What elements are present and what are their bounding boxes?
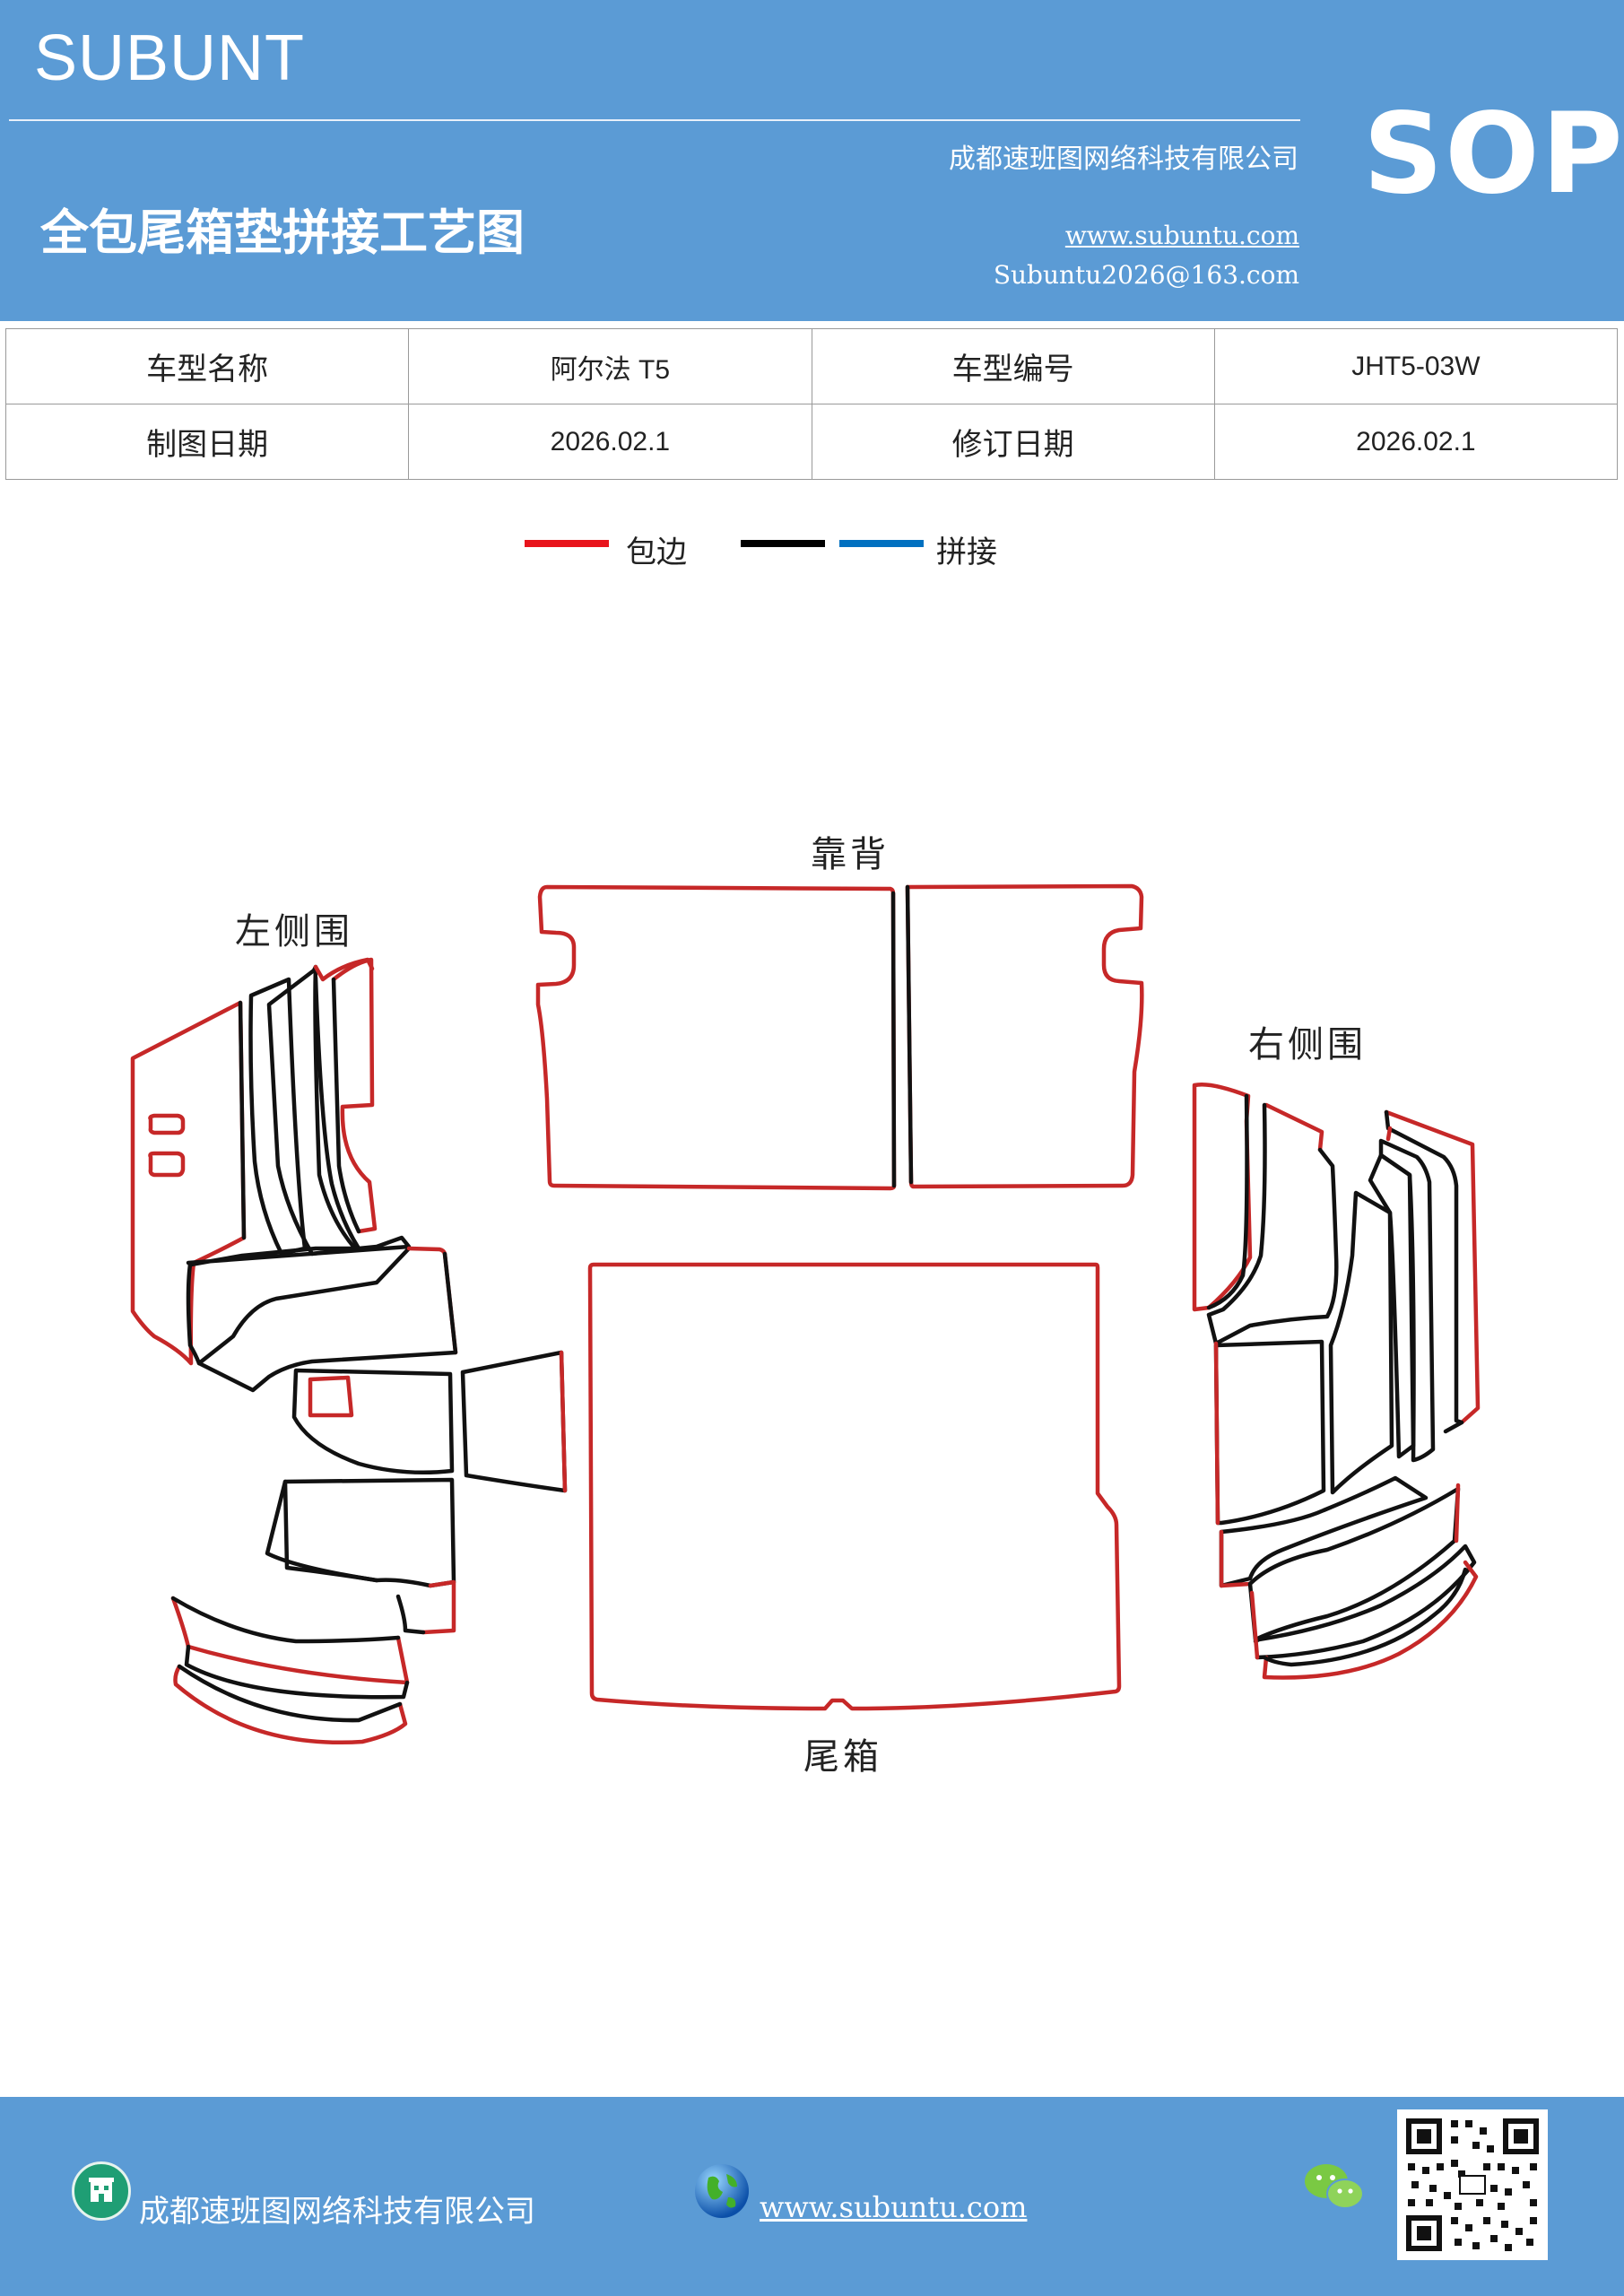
legend: 包边 拼接 (0, 520, 1624, 574)
website-link[interactable]: www.subuntu.com (1064, 221, 1299, 250)
value-vehicle-code: JHT5-03W (1213, 328, 1619, 404)
header-divider (9, 119, 1300, 121)
sop-badge: SOP (1363, 90, 1624, 219)
label-trunk: 尾箱 (803, 1736, 882, 1778)
value-revise-date: 2026.02.1 (1213, 404, 1619, 480)
company-name: 成都速班图网络科技有限公司 (949, 144, 1298, 175)
contact-email[interactable]: Subuntu2026@163.com (993, 260, 1299, 290)
value-draw-date: 2026.02.1 (408, 404, 812, 480)
legend-label-seam: 拼接 (936, 535, 997, 570)
label-revise-date: 修订日期 (811, 404, 1215, 480)
right-side-pieces (1192, 1083, 1481, 1680)
building-icon (72, 2161, 131, 2221)
table-row: 制图日期 2026.02.1 修订日期 2026.02.1 (4, 404, 1619, 480)
trunk-floor-piece (587, 1262, 1122, 1711)
globe-icon (692, 2161, 751, 2221)
page-title: 全包尾箱垫拼接工艺图 (40, 204, 525, 261)
table-row: 车型名称 阿尔法 T5 车型编号 JHT5-03W (4, 328, 1619, 404)
label-draw-date: 制图日期 (4, 404, 410, 480)
label-right-side: 右侧围 (1248, 1024, 1367, 1065)
label-left-side: 左侧围 (235, 911, 353, 952)
header-banner: SUBUNT 成都速班图网络科技有限公司 全包尾箱垫拼接工艺图 www.subu… (0, 0, 1624, 321)
vehicle-info-table: 车型名称 阿尔法 T5 车型编号 JHT5-03W 制图日期 2026.02.1… (4, 328, 1619, 480)
label-backrest: 靠背 (811, 834, 890, 875)
label-vehicle-name: 车型名称 (4, 328, 410, 404)
legend-swatch-edging (525, 540, 609, 547)
assembly-diagram: 靠背 左侧围 右侧围 尾箱 (0, 789, 1624, 1803)
qr-code[interactable] (1397, 2109, 1548, 2260)
left-side-pieces (130, 957, 568, 1744)
backrest-left-piece (535, 884, 897, 1191)
footer-website-link[interactable]: www.subuntu.com (760, 2190, 1028, 2224)
wechat-icon[interactable] (1302, 2160, 1367, 2213)
backrest-right-piece (905, 883, 1144, 1189)
legend-label-edging: 包边 (626, 535, 687, 570)
label-vehicle-code: 车型编号 (811, 328, 1215, 404)
legend-swatch-black (741, 540, 825, 547)
footer-company-name: 成都速班图网络科技有限公司 (139, 2194, 535, 2230)
legend-swatch-seam (839, 540, 924, 547)
brand-name: SUBUNT (34, 22, 306, 94)
mat-pieces (130, 883, 1481, 1744)
value-vehicle-name: 阿尔法 T5 (408, 328, 812, 404)
footer-banner: 成都速班图网络科技有限公司 www.subuntu.com (0, 2097, 1624, 2296)
